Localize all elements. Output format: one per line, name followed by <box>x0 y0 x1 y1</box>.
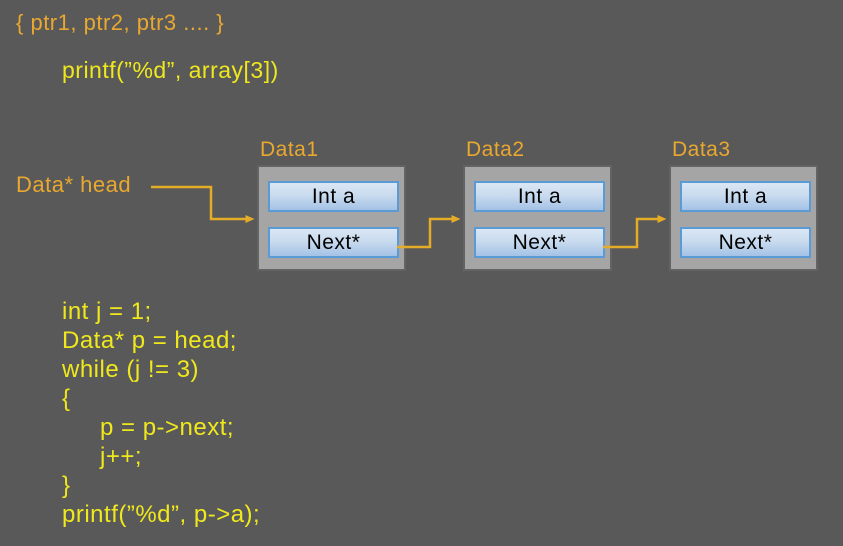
code-line: } <box>62 472 71 499</box>
node-title-data1: Data1 <box>260 138 319 161</box>
code-line: printf(”%d”, p->a); <box>62 501 261 528</box>
node-box-data2: Int a Next* <box>463 165 612 271</box>
field-next-pointer: Next* <box>268 227 399 258</box>
node-title-data3: Data3 <box>672 138 731 161</box>
code-block: int j = 1; Data* p = head; while (j != 3… <box>62 297 260 529</box>
field-int-a: Int a <box>680 181 811 212</box>
node-title-data2: Data2 <box>466 138 525 161</box>
code-line: p = p->next; <box>100 414 235 441</box>
printf-array-text: printf(”%d”, array[3]) <box>62 57 279 83</box>
code-line: while (j != 3) <box>62 356 200 383</box>
code-line: int j = 1; <box>62 298 152 325</box>
code-line: j++; <box>100 443 143 470</box>
head-pointer-label: Data* head <box>16 172 132 197</box>
pointer-set-text: { ptr1, ptr2, ptr3 .... } <box>16 10 225 35</box>
field-int-a: Int a <box>268 181 399 212</box>
head-to-data1-arrow <box>151 185 255 223</box>
field-next-pointer: Next* <box>680 227 811 258</box>
node-box-data1: Int a Next* <box>257 165 406 271</box>
field-int-a: Int a <box>474 181 605 212</box>
field-next-pointer: Next* <box>474 227 605 258</box>
code-line: Data* p = head; <box>62 327 237 354</box>
code-line: { <box>62 385 71 412</box>
node-box-data3: Int a Next* <box>669 165 818 271</box>
